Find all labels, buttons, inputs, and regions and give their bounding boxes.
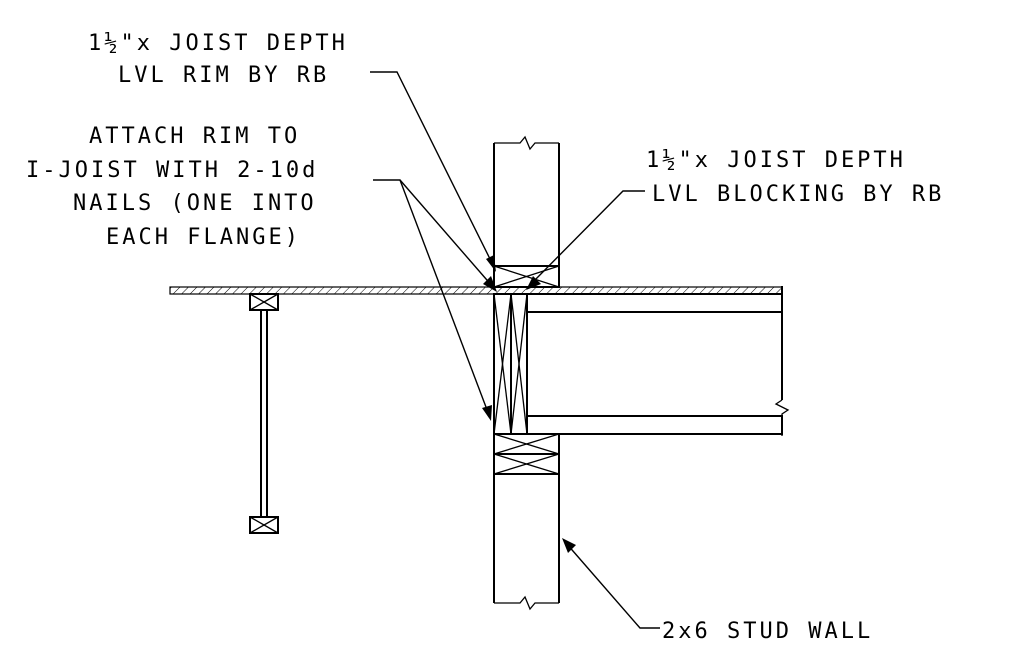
i-joist-top-flange	[526, 293, 783, 313]
note-attach-line-2: I-JOIST WITH 2-10d	[26, 158, 318, 183]
note-attach-line-1: ATTACH RIM TO	[89, 124, 300, 149]
note-blocking-line-1: 1½"x JOIST DEPTH	[646, 148, 906, 173]
leader-attach	[373, 179, 497, 421]
upper-bottom-plate	[493, 265, 560, 288]
note-rim-line-2: LVL RIM BY RB	[118, 63, 329, 88]
i-joist	[526, 286, 790, 436]
lower-stud-wall	[493, 433, 560, 611]
lower-top-plate-2	[493, 453, 560, 475]
note-attach-line-3: NAILS (ONE INTO	[73, 191, 317, 216]
lower-break-line	[494, 595, 559, 611]
i-joist-section	[249, 293, 279, 534]
i-joist-break-line	[774, 399, 790, 436]
note-rim-line-1: 1½"x JOIST DEPTH	[88, 31, 348, 56]
leader-blocking	[526, 190, 645, 290]
i-joist-section-bottom-flange	[249, 516, 279, 534]
note-stud: 2x6 STUD WALL	[662, 619, 873, 644]
i-joist-section-top-flange	[249, 293, 279, 311]
note-stud-line-1: 2x6 STUD WALL	[662, 619, 873, 644]
note-blocking: 1½"x JOIST DEPTH LVL BLOCKING BY RB	[646, 148, 944, 207]
note-attach: ATTACH RIM TO I-JOIST WITH 2-10d NAILS (…	[26, 124, 318, 250]
rim-board-assembly	[493, 293, 528, 435]
note-rim: 1½"x JOIST DEPTH LVL RIM BY RB	[88, 31, 348, 88]
i-joist-bottom-flange	[526, 415, 783, 435]
subfloor-sheathing	[169, 286, 783, 295]
leader-stud	[562, 538, 660, 629]
note-blocking-line-2: LVL BLOCKING BY RB	[652, 182, 944, 207]
leader-rim	[370, 71, 496, 272]
upper-stud-wall	[493, 135, 560, 288]
upper-break-line	[494, 135, 559, 151]
note-attach-line-4: EACH FLANGE)	[106, 225, 301, 250]
